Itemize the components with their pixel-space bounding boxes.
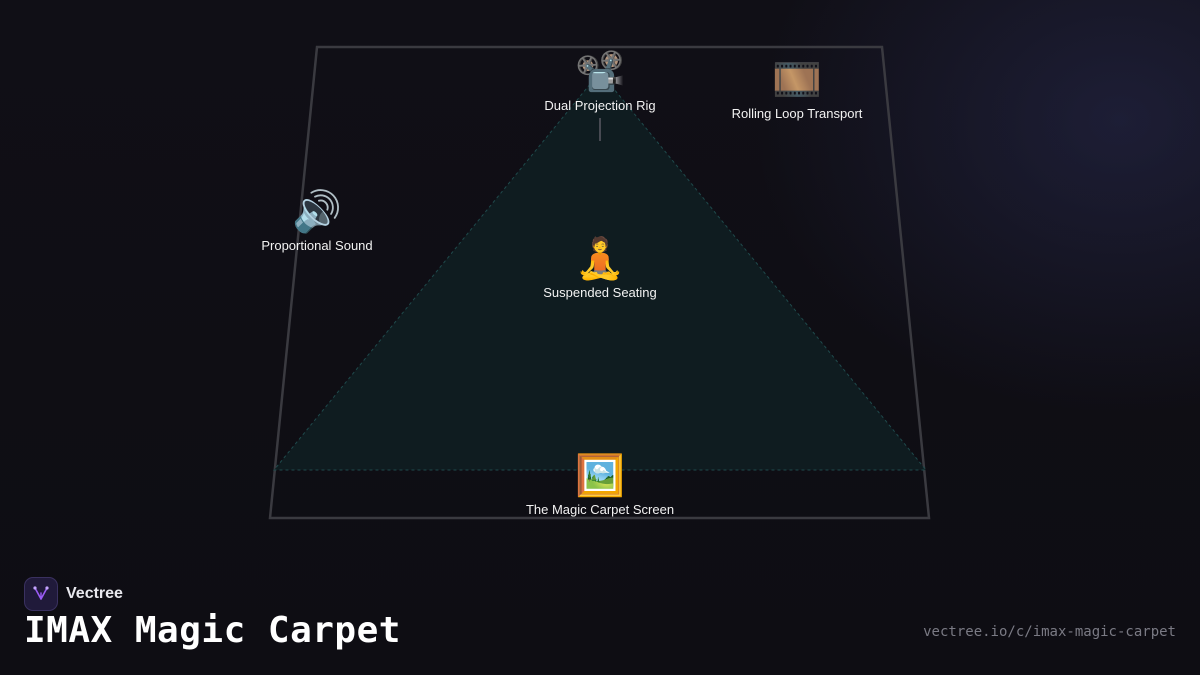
film-frames-icon: 🎞️ <box>772 58 822 102</box>
page-title: IMAX Magic Carpet <box>24 610 401 651</box>
theater-frame <box>268 45 931 520</box>
brand: Vectree <box>24 577 123 611</box>
person-meditating-icon: 🧘 <box>575 237 625 281</box>
speaker-icon: 🔊 <box>292 190 342 234</box>
node-dual-projection-rig: 📽️ Dual Projection Rig <box>544 48 655 113</box>
node-label: Dual Projection Rig <box>544 98 656 113</box>
node-label: The Magic Carpet Screen <box>525 502 675 517</box>
node-label: Suspended Seating <box>543 285 657 300</box>
source-url[interactable]: vectree.io/c/imax-magic-carpet <box>923 624 1176 640</box>
node-magic-carpet-screen: 🖼️ The Magic Carpet Screen <box>526 452 674 517</box>
node-proportional-sound: 🔊 Proportional Sound <box>261 188 372 253</box>
framed-picture-icon: 🖼️ <box>575 454 625 498</box>
node-label: Rolling Loop Transport <box>731 106 863 121</box>
node-suspended-seating: 🧘 Suspended Seating <box>543 235 656 300</box>
vectree-logo-icon <box>24 577 58 611</box>
projection-beam <box>272 71 928 471</box>
node-rolling-loop-transport: 🎞️ Rolling Loop Transport <box>732 56 863 121</box>
node-label: Proportional Sound <box>261 238 373 253</box>
film-projector-icon: 📽️ <box>575 50 625 94</box>
brand-name: Vectree <box>66 585 123 602</box>
